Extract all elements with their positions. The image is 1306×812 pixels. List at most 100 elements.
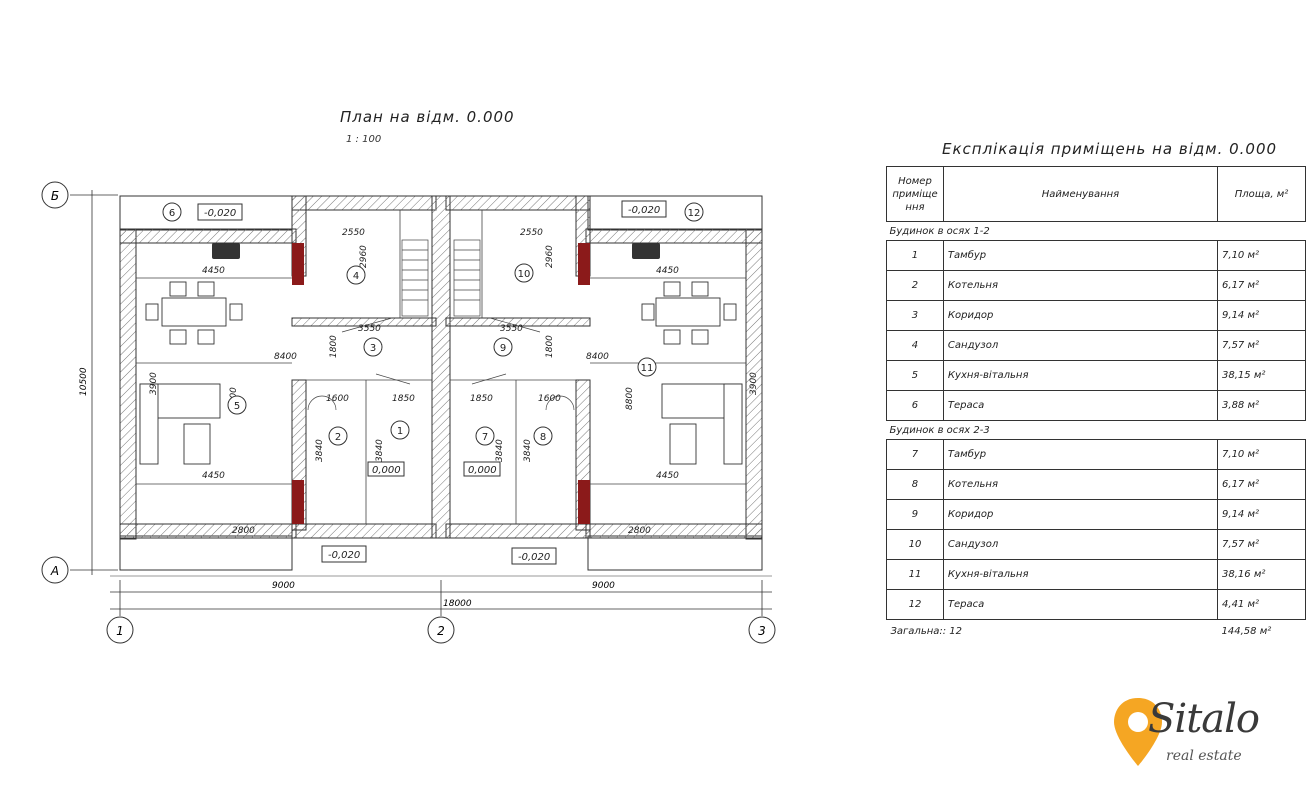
dim: 3840 [523, 439, 533, 462]
dim: 1600 [538, 394, 561, 404]
level-mark: -0,020 [204, 208, 236, 219]
chimney-block [292, 480, 304, 524]
room-tag: 6 [169, 208, 175, 219]
row-area: 38,15 м² [1217, 360, 1306, 391]
room-tag: 4 [353, 271, 359, 282]
dim: 2800 [628, 526, 651, 536]
axis-label-a: А [50, 564, 59, 578]
row-name: Кухня-вітальня [942, 559, 1219, 590]
row-name: Сандузол [942, 330, 1219, 361]
axis-marker-a: А [41, 556, 69, 584]
room-tag: 10 [518, 269, 531, 280]
header-name: Найменування [942, 166, 1219, 222]
stair-left [401, 239, 429, 317]
row-number: 9 [886, 499, 944, 530]
terrace-bottom-left [119, 535, 293, 571]
row-name: Кухня-вітальня [942, 360, 1219, 391]
row-number: 12 [886, 589, 944, 620]
row-name: Сандузол [942, 529, 1219, 560]
axis-label-b: Б [51, 189, 59, 203]
row-area: 9,14 м² [1217, 300, 1306, 331]
level-mark: -0,020 [628, 205, 660, 216]
chimney-block [292, 243, 304, 285]
table-footer-row: Загальна:: 12 144,58 м² [887, 620, 1306, 641]
floor-plan-drawing: Б А 1 2 3 10500 9000 9000 18000 [41, 181, 776, 644]
axis-label-3: 3 [758, 624, 766, 638]
axis-label-2: 2 [437, 624, 445, 638]
row-area: 7,10 м² [1217, 439, 1306, 470]
header-number: Номер приміще ння [886, 166, 944, 222]
dim: 3840 [495, 439, 505, 462]
dim: 4450 [202, 266, 225, 276]
room-tag: 12 [688, 208, 701, 219]
row-area: 6,17 м² [1217, 270, 1306, 301]
sitalo-logo-icon [1114, 698, 1162, 766]
row-area: 6,17 м² [1217, 469, 1306, 500]
dim: 1600 [326, 394, 349, 404]
kitchen-sink-icon [212, 243, 240, 259]
sofa-right [661, 383, 743, 465]
dim: 2960 [545, 245, 555, 268]
section-title-row: Будинок в осях 2-3 [887, 421, 1306, 440]
dim: 2960 [359, 245, 369, 268]
dim: 2550 [342, 228, 365, 238]
row-number: 1 [886, 240, 944, 271]
row-number: 11 [886, 559, 944, 590]
dim: 1800 [545, 335, 555, 358]
header-area: Площа, м² [1217, 166, 1306, 222]
logo-wordmark: Sitalo [1148, 696, 1260, 742]
row-area: 4,41 м² [1217, 589, 1306, 620]
dim: 1800 [329, 335, 339, 358]
dim: 8400 [586, 352, 609, 362]
room-schedule-table: Номер приміще ння Найменування Площа, м²… [886, 166, 1306, 640]
row-name: Коридор [942, 499, 1219, 530]
dim: 3550 [500, 324, 523, 334]
room-tag: 11 [641, 363, 654, 374]
level-mark: -0,020 [518, 552, 550, 563]
chimney-block [578, 480, 590, 524]
room-tag: 8 [540, 432, 546, 443]
row-area: 7,10 м² [1217, 240, 1306, 271]
dim: 8400 [274, 352, 297, 362]
dim-overall-height: 10500 [79, 367, 89, 396]
room-tag: 1 [397, 426, 403, 437]
plan-title: План на відм. 0.000 [340, 108, 515, 126]
row-area: 7,57 м² [1217, 330, 1306, 361]
room-tag: 7 [482, 432, 488, 443]
dim-total: 18000 [443, 599, 472, 609]
dim: 1850 [470, 394, 493, 404]
section-title-row: Будинок в осях 1-2 [887, 222, 1306, 241]
dim: 2800 [232, 526, 255, 536]
dining-table-right [641, 281, 737, 345]
dim: 8800 [625, 387, 635, 410]
dining-table-left [145, 281, 243, 345]
row-name: Коридор [942, 300, 1219, 331]
axis-marker-3: 3 [748, 616, 776, 644]
dim: 3840 [315, 439, 325, 462]
row-area: 38,16 м² [1217, 559, 1306, 590]
axis-label-1: 1 [116, 624, 124, 638]
level-mark: 0,000 [468, 465, 497, 476]
table-header-row: Номер приміще ння Найменування Площа, м² [886, 166, 1306, 222]
dim: 4450 [202, 471, 225, 481]
logo-tagline: real estate [1166, 748, 1242, 764]
dim: 3840 [375, 439, 385, 462]
table-title: Експлікація приміщень на відм. 0.000 [942, 140, 1278, 158]
row-number: 3 [886, 300, 944, 331]
row-name: Тамбур [942, 439, 1219, 470]
room-tag: 2 [335, 432, 341, 443]
chimney-block [578, 243, 590, 285]
axis-marker-b: Б [41, 181, 69, 209]
row-number: 7 [886, 439, 944, 470]
axis-marker-2: 2 [427, 616, 455, 644]
room-tag: 3 [370, 343, 376, 354]
room-tag: 9 [500, 343, 506, 354]
kitchen-sink-icon [632, 243, 660, 259]
